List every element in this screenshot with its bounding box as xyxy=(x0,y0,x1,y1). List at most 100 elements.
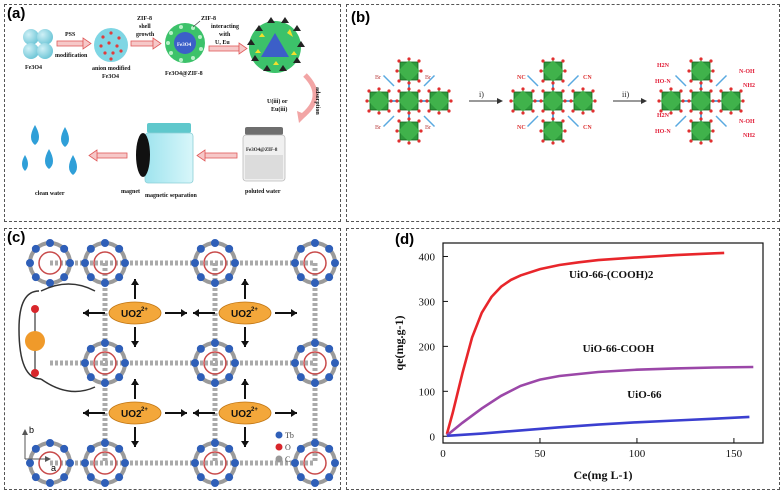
zif8-label: ZIF-8 xyxy=(201,16,216,22)
to-clean-arrow xyxy=(88,149,128,162)
magsep-label: magnetic separation xyxy=(145,193,197,199)
svg-text:Br: Br xyxy=(425,75,431,81)
u-eu-label-2: Eu(iii) xyxy=(271,106,287,113)
element-legend: Tb O C xyxy=(275,431,294,464)
y-axis-label: qe(mg.g-1) xyxy=(392,316,406,371)
jar-label: Fe3O4@ZIF-8 xyxy=(246,148,278,153)
core-label: Fe3O4 xyxy=(177,43,192,48)
uranyl-side-model xyxy=(18,283,96,393)
x-tick-label: 0 xyxy=(440,448,446,460)
adsorption-label: adsorption xyxy=(314,87,320,115)
svg-text:Tb: Tb xyxy=(285,431,294,440)
series-label-1: UiO-66-(COOH)2 xyxy=(569,269,654,281)
step-arrow-2 xyxy=(613,98,647,104)
series-line-1 xyxy=(445,251,725,435)
axis-a-label: a xyxy=(51,463,56,473)
anion-label-1: anion modified xyxy=(92,66,131,72)
svg-text:Br: Br xyxy=(375,125,381,131)
panel-a-label: (a) xyxy=(7,5,26,22)
step-1-label: i) xyxy=(479,90,484,99)
core-shell-particle xyxy=(165,23,205,63)
svg-text:NC: NC xyxy=(517,125,526,131)
uo2-label: UO2 xyxy=(231,309,252,320)
series-line-2 xyxy=(446,365,754,437)
panel-c-label: (c) xyxy=(7,229,26,246)
interact-arrow xyxy=(208,42,248,55)
interact-label-2: with xyxy=(219,32,231,38)
modification-label: modification xyxy=(55,53,88,59)
anion-label-2: Fe3O4 xyxy=(102,74,119,80)
loaded-particle xyxy=(247,17,305,73)
fe3o4-particles xyxy=(23,29,53,59)
anion-modified-particle xyxy=(94,28,128,62)
svg-text:N-OH: N-OH xyxy=(739,119,755,125)
mof-cn xyxy=(509,57,597,145)
svg-text:HO-N: HO-N xyxy=(655,129,671,135)
zif-shell-3: growth xyxy=(136,32,155,38)
svg-text:Br: Br xyxy=(425,125,431,131)
separation-jar xyxy=(144,123,194,184)
uo2-label: UO2 xyxy=(121,309,142,320)
fe3o4-label: Fe3O4 xyxy=(25,65,42,71)
svg-text:CN: CN xyxy=(583,75,592,81)
uo2-label: UO2 xyxy=(121,409,142,420)
svg-text:HO-N: HO-N xyxy=(655,79,671,85)
x-axis-label: Ce(mg L-1) xyxy=(574,468,633,482)
interact-label-3: U, Eu xyxy=(215,40,230,46)
y-tick-label: 100 xyxy=(419,386,436,398)
uo2-label: UO2 xyxy=(231,409,252,420)
y-tick-label: 300 xyxy=(419,296,436,308)
svg-text:O: O xyxy=(285,443,291,452)
pss-arrow xyxy=(56,37,92,50)
zif-shell-2: shell xyxy=(139,24,151,30)
x-tick-label: 150 xyxy=(726,448,743,460)
interact-label-1: interacting xyxy=(211,24,239,30)
svg-text:CN: CN xyxy=(583,125,592,131)
magnet-shape xyxy=(136,133,150,177)
x-tick-label: 100 xyxy=(629,448,646,460)
plot-frame xyxy=(442,242,764,444)
u-eu-label-1: U(iii) or xyxy=(267,98,288,105)
water-drops xyxy=(22,125,77,175)
svg-text:Br: Br xyxy=(375,75,381,81)
composite-label: Fe3O4@ZIF-8 xyxy=(165,71,203,77)
y-tick-label: 200 xyxy=(419,341,436,353)
panel-a: (a) Fe3O4 PSS modification xyxy=(4,4,341,222)
svg-text:C: C xyxy=(285,455,290,464)
step-2-label: ii) xyxy=(622,90,629,99)
panel-b-label: (b) xyxy=(351,9,371,26)
pss-label: PSS xyxy=(65,32,76,38)
amidoxime-labels: H2N HO-N N-OH NH2 H2N HO-N N-OH NH2 xyxy=(655,63,755,139)
uo2-charge: 2+ xyxy=(141,307,148,313)
axis-indicator xyxy=(22,429,51,462)
y-tick-label: 400 xyxy=(419,251,436,263)
panel-a-scheme: Fe3O4 PSS modification anion modified Fe… xyxy=(22,16,320,199)
clean-water-label: clean water xyxy=(35,191,65,197)
svg-text:NH2: NH2 xyxy=(743,83,755,89)
to-separation-arrow xyxy=(196,149,238,162)
x-tick-label: 50 xyxy=(534,448,546,460)
series-line-3 xyxy=(446,415,750,438)
svg-text:NH2: NH2 xyxy=(743,133,755,139)
polluted-label: poluted water xyxy=(245,189,281,195)
panel-d-label: (d) xyxy=(395,231,415,248)
nitrile-labels: NC CN NC CN xyxy=(517,75,592,131)
magnet-label: magnet xyxy=(121,189,140,195)
uo2-charge: 2+ xyxy=(141,407,148,413)
zif-shell-1: ZIF-8 xyxy=(137,16,152,22)
zif-arrow xyxy=(130,37,162,50)
svg-text:H2N: H2N xyxy=(657,113,670,119)
svg-text:NC: NC xyxy=(517,75,526,81)
mof-br xyxy=(365,57,453,145)
adsorption-arrow xyxy=(299,73,318,119)
svg-text:H2N: H2N xyxy=(657,63,670,69)
